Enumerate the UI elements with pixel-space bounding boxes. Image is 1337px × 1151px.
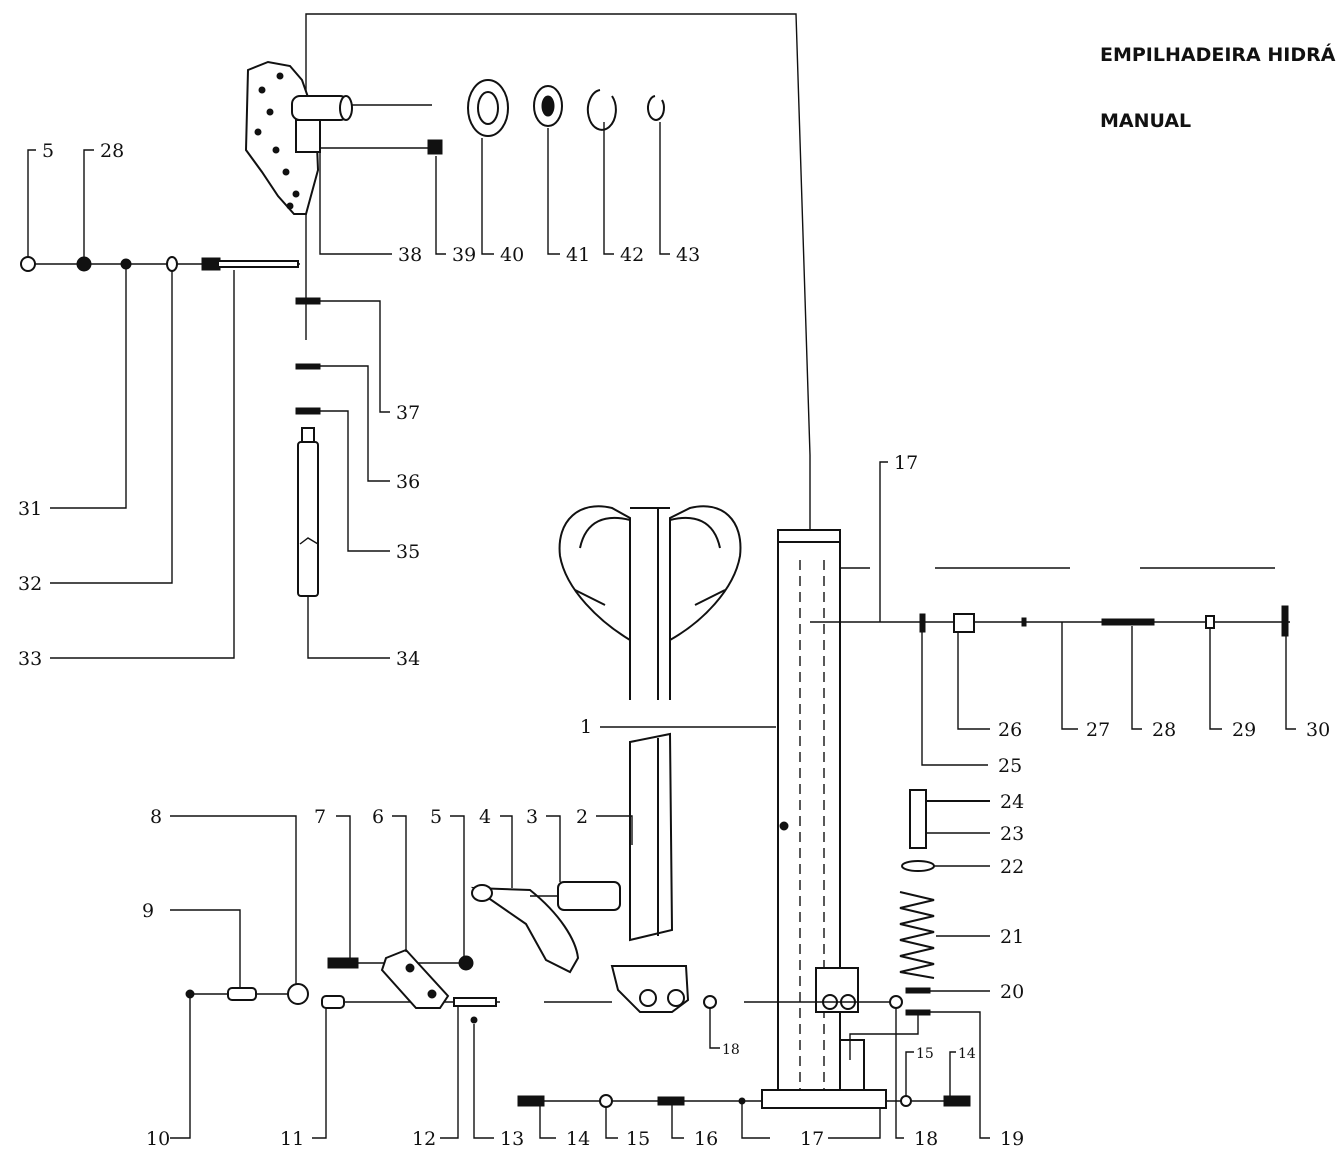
top-row-leaders	[319, 122, 670, 255]
right-top-row	[810, 461, 1296, 766]
callout-19: 19	[1000, 1128, 1024, 1150]
callout-20: 20	[1000, 981, 1024, 1003]
left-axle-row	[20, 149, 300, 659]
callout-5-top: 5	[42, 140, 54, 162]
callout-16: 16	[694, 1128, 718, 1150]
callout-8: 8	[150, 806, 162, 828]
callout-36: 36	[396, 471, 420, 493]
callout-6: 6	[372, 806, 384, 828]
callout-14: 14	[566, 1128, 590, 1150]
callout-43: 43	[676, 244, 700, 266]
diagram-title: EMPILHADEIRA HIDRÁ MANUAL	[1100, 0, 1335, 154]
top-row-parts	[427, 79, 665, 155]
part-34-shaft	[297, 441, 319, 597]
callout-39: 39	[452, 244, 476, 266]
callout-42: 42	[620, 244, 644, 266]
callout-22: 22	[1000, 856, 1024, 878]
title-line-2: MANUAL	[1100, 110, 1192, 132]
part-43-clip	[646, 95, 665, 121]
callout-35: 35	[396, 541, 420, 563]
callout-18-mid: 18	[722, 1042, 740, 1058]
callout-33: 33	[18, 648, 42, 670]
callout-40: 40	[500, 244, 524, 266]
callout-9: 9	[142, 900, 154, 922]
callout-2: 2	[576, 806, 588, 828]
part-42-retaining-ring	[586, 89, 617, 131]
wheel-bracket-casting	[244, 60, 353, 215]
callout-29: 29	[1232, 719, 1256, 741]
bottom-row	[517, 1008, 971, 1139]
callout-24: 24	[1000, 791, 1024, 813]
callout-38: 38	[398, 244, 422, 266]
callout-37: 37	[396, 402, 420, 424]
lower-leaders	[170, 726, 776, 1139]
handle-assembly	[544, 505, 742, 1013]
callout-14-right: 14	[958, 1046, 976, 1062]
spring-stack	[849, 789, 990, 1139]
callout-41: 41	[566, 244, 590, 266]
callout-5: 5	[430, 806, 442, 828]
callout-18: 18	[914, 1128, 938, 1150]
callout-31: 31	[18, 498, 42, 520]
part-35-ring	[295, 407, 321, 415]
callout-15-right: 15	[916, 1046, 934, 1062]
callout-25: 25	[998, 755, 1022, 777]
lower-linkage	[185, 881, 903, 1024]
callout-7: 7	[314, 806, 326, 828]
callout-26: 26	[998, 719, 1022, 741]
pump-body	[761, 529, 887, 1109]
part-39-plug	[427, 139, 443, 155]
part-37-pin	[295, 297, 321, 305]
pin-parts	[295, 297, 390, 659]
callout-17-top: 17	[894, 452, 918, 474]
callout-21: 21	[1000, 926, 1024, 948]
callout-10: 10	[146, 1128, 170, 1150]
callout-15: 15	[626, 1128, 650, 1150]
part-36-ring	[295, 363, 321, 370]
callout-30: 30	[1306, 719, 1330, 741]
callout-labels: 1 2 3 4 5 6 7 8 9 10 11 12 13 14 15 16 1…	[18, 140, 1330, 1150]
callout-12: 12	[412, 1128, 436, 1150]
callout-13: 13	[500, 1128, 524, 1150]
callout-11: 11	[280, 1128, 304, 1150]
callout-27: 27	[1086, 719, 1110, 741]
callout-1: 1	[580, 716, 592, 738]
callout-28: 28	[1152, 719, 1176, 741]
callout-34: 34	[396, 648, 420, 670]
callout-32: 32	[18, 573, 42, 595]
callout-23: 23	[1000, 823, 1024, 845]
title-line-1: EMPILHADEIRA HIDRÁ	[1100, 44, 1336, 66]
callout-4: 4	[479, 806, 491, 828]
callout-3: 3	[526, 806, 538, 828]
callout-28-top: 28	[100, 140, 124, 162]
callout-17: 17	[800, 1128, 824, 1150]
